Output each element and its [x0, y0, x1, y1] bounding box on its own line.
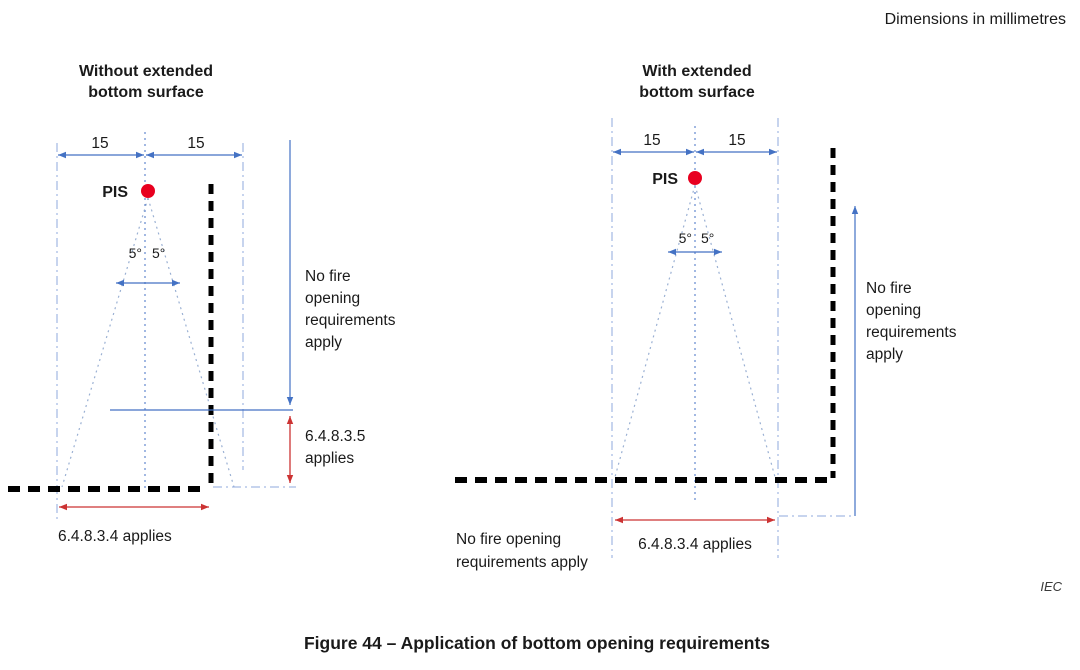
- left-pis-label: PIS: [102, 184, 128, 201]
- left-rule-6-4-8-3-5-line2: applies: [305, 450, 354, 467]
- left-diagram: Without extended bottom surface 15 15 PI…: [8, 63, 396, 545]
- right-no-fire-side-line3: requirements: [866, 324, 957, 341]
- figure-caption: Figure 44 – Application of bottom openin…: [304, 633, 770, 653]
- left-rule-6-4-8-3-4-label: 6.4.8.3.4 applies: [58, 528, 172, 545]
- left-no-fire-note-line3: requirements: [305, 312, 396, 329]
- right-cone-line-left: [614, 184, 696, 478]
- left-angle-label-right: 5°: [152, 245, 165, 261]
- right-diagram: With extended bottom surface 15 15 PIS 5…: [455, 63, 957, 571]
- right-no-fire-side-line4: apply: [866, 346, 903, 363]
- left-no-fire-note-line1: No fire: [305, 268, 351, 285]
- right-pis-label: PIS: [652, 171, 678, 188]
- left-pis-dot: [141, 184, 155, 198]
- right-no-fire-side-line1: No fire: [866, 280, 912, 297]
- right-title-line2: bottom surface: [639, 84, 755, 101]
- left-dim-label-right: 15: [187, 135, 204, 152]
- right-cone-line-right: [694, 184, 776, 478]
- left-no-fire-note-line2: opening: [305, 290, 360, 307]
- right-title-line1: With extended: [642, 63, 751, 80]
- left-cone-line-right: [147, 197, 235, 488]
- left-title-line2: bottom surface: [88, 84, 204, 101]
- left-no-fire-note-line4: apply: [305, 334, 342, 351]
- left-rule-6-4-8-3-5-line1: 6.4.8.3.5: [305, 428, 365, 445]
- left-title-line1: Without extended: [79, 63, 213, 80]
- right-angle-label-right: 5°: [701, 230, 714, 246]
- right-angle-label-left: 5°: [679, 230, 692, 246]
- right-dim-label-right: 15: [728, 132, 745, 149]
- left-cone-line-left: [61, 197, 149, 488]
- right-no-fire-side-line2: opening: [866, 302, 921, 319]
- dimensions-note: Dimensions in millimetres: [885, 11, 1066, 28]
- right-dim-label-left: 15: [643, 132, 660, 149]
- left-dim-label-left: 15: [91, 135, 108, 152]
- right-rule-6-4-8-3-4-label: 6.4.8.3.4 applies: [638, 536, 752, 553]
- iec-label: IEC: [1040, 579, 1062, 594]
- right-pis-dot: [688, 171, 702, 185]
- right-no-fire-bottom-line2: requirements apply: [456, 554, 588, 571]
- left-angle-label-left: 5°: [129, 245, 142, 261]
- right-no-fire-bottom-line1: No fire opening: [456, 531, 561, 548]
